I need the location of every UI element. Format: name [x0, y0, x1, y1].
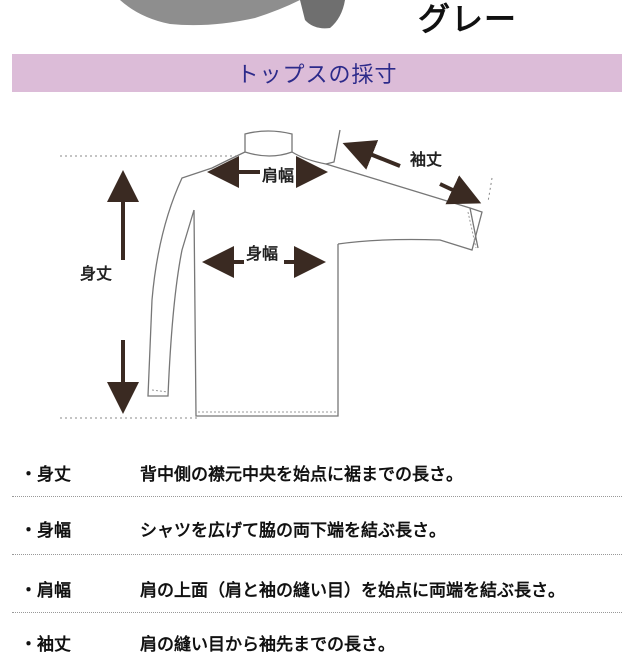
measurement-diagram: 肩幅 袖丈 身幅 身丈 [0, 100, 640, 440]
label-shoulder-width: 肩幅 [262, 166, 295, 185]
term: ・袖丈 [20, 635, 71, 655]
divider [12, 612, 622, 613]
label-body-width: 身幅 [246, 244, 279, 263]
measurement-arrows [107, 140, 482, 414]
sleeve-arrow-up [342, 140, 401, 170]
label-body-length: 身丈 [80, 264, 113, 283]
term: ・身幅 [20, 521, 71, 541]
product-photo-crop [0, 0, 640, 40]
description: 肩の縫い目から袖先までの長さ。 [140, 635, 395, 655]
measurement-row-sleeve-length: ・袖丈 肩の縫い目から袖先までの長さ。 [20, 630, 620, 660]
section-title: トップスの採寸 [236, 63, 398, 88]
description: シャツを広げて脇の両下端を結ぶ長さ。 [140, 521, 446, 541]
term: ・身丈 [20, 465, 71, 485]
shirt-diagram [60, 129, 493, 419]
description: 背中側の襟元中央を始点に裾までの長さ。 [140, 465, 463, 485]
divider [12, 554, 622, 555]
measurement-row-body-width: ・身幅 シャツを広げて脇の両下端を結ぶ長さ。 [20, 516, 620, 546]
description: 肩の上面（肩と袖の縫い目）を始点に両端を結ぶ長さ。 [140, 581, 565, 601]
label-sleeve-length: 袖丈 [410, 150, 443, 169]
term: ・肩幅 [20, 581, 71, 601]
section-banner: トップスの採寸 [12, 54, 622, 92]
measurement-row-body-length: ・身丈 背中側の襟元中央を始点に裾までの長さ。 [20, 460, 620, 490]
sleeve-arrow-down [439, 175, 482, 205]
color-label: グレー [418, 0, 518, 38]
divider [12, 496, 622, 497]
measurement-row-shoulder-width: ・肩幅 肩の上面（肩と袖の縫い目）を始点に両端を結ぶ長さ。 [20, 576, 620, 606]
